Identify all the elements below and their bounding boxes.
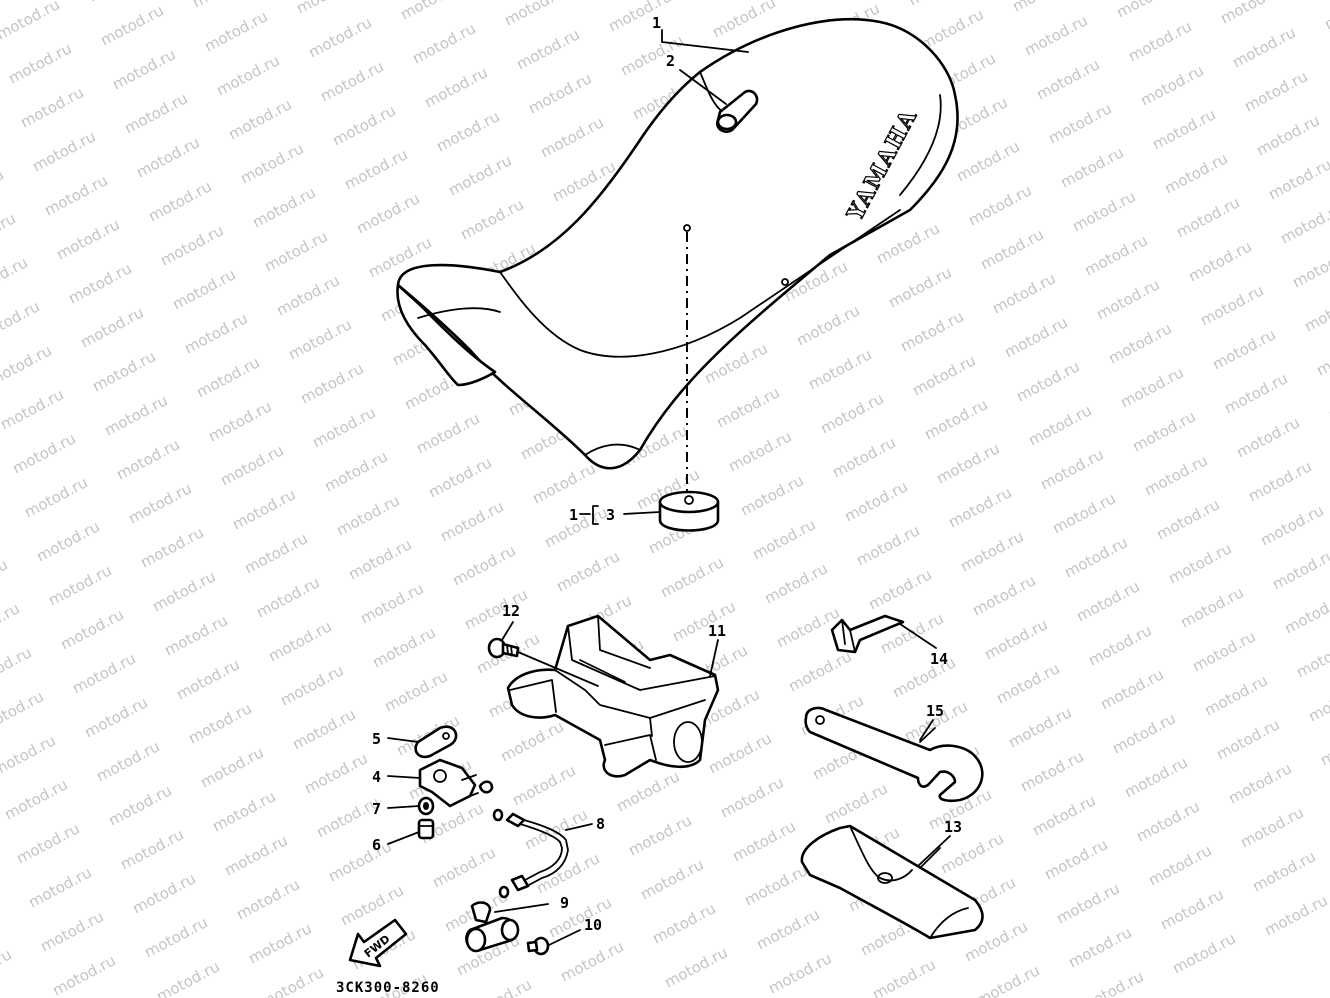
screw-12 <box>487 637 599 687</box>
lock-cylinder-9 <box>465 901 549 953</box>
callout-9: 9 <box>560 894 569 912</box>
callout-8: 8 <box>596 815 605 833</box>
forward-arrow-icon: FWD <box>348 918 408 968</box>
lock-cable-8 <box>492 808 593 899</box>
leader-15 <box>919 719 934 741</box>
callout-14: 14 <box>930 650 948 668</box>
callout-1-seat: 1 <box>652 14 661 32</box>
callout-13: 13 <box>944 818 962 836</box>
callout-12: 12 <box>502 602 520 620</box>
callout-3: 3 <box>606 506 615 524</box>
seat: YAMAHA <box>396 18 959 470</box>
leader-5 <box>387 737 419 743</box>
seat-hook-2 <box>716 89 759 133</box>
leader-13 <box>917 835 951 867</box>
leader-1-top <box>661 29 749 53</box>
leader-6 <box>387 831 420 845</box>
screw-10 <box>526 929 581 956</box>
leader-7 <box>387 805 420 809</box>
leader-2 <box>679 69 727 105</box>
callout-5: 5 <box>372 730 381 748</box>
leader-12 <box>501 621 514 641</box>
bolt-6 <box>417 818 435 840</box>
callout-2: 2 <box>666 52 675 70</box>
callout-15: 15 <box>926 702 944 720</box>
seat-damper-3 <box>658 490 720 532</box>
callout-1-damper: 1 <box>569 506 578 524</box>
leader-4 <box>387 775 421 779</box>
leader-1-bracket <box>579 505 599 525</box>
callout-6: 6 <box>372 836 381 854</box>
storage-tray-11 <box>506 614 720 778</box>
leader-3 <box>623 511 661 515</box>
callout-7: 7 <box>372 800 381 818</box>
figure-code: 3CK300-8260 <box>336 980 440 996</box>
strap-clip-14 <box>830 614 937 654</box>
leader-11 <box>709 639 719 677</box>
callout-10: 10 <box>584 916 602 934</box>
lock-plate-5 <box>414 725 458 759</box>
lock-housing-4 <box>418 758 494 808</box>
callout-11: 11 <box>708 622 726 640</box>
wrench-15 <box>804 706 984 803</box>
washer-7 <box>417 796 435 816</box>
callout-4: 4 <box>372 768 381 786</box>
tool-bag-13 <box>800 824 984 940</box>
